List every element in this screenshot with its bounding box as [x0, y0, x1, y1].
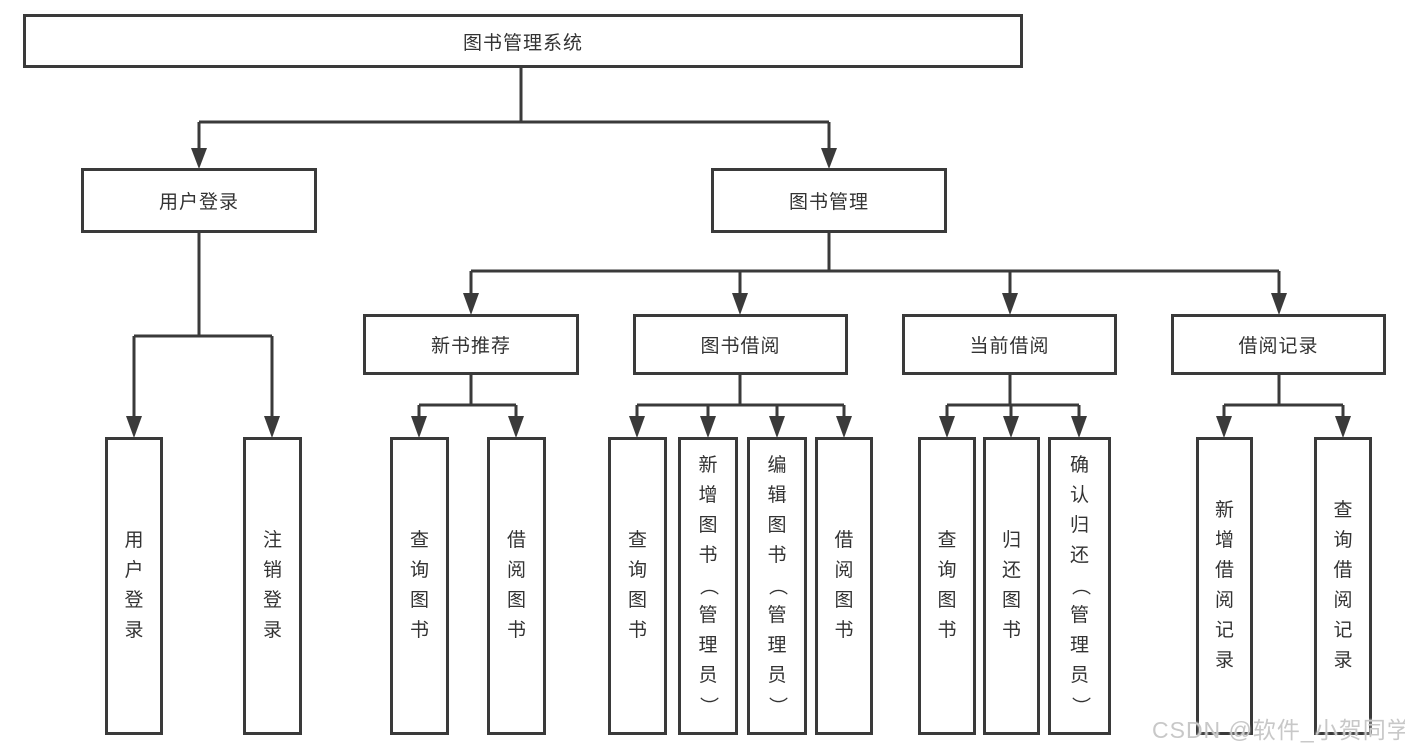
connector-book-management-to-level3	[463, 233, 1287, 315]
leaf-recommend-borrow-books: 借阅图书	[487, 437, 546, 735]
leaf-current-return-books: 归还图书	[983, 437, 1040, 735]
connector-current-borrow-to-leaves	[939, 375, 1087, 438]
leaf-borrow-add-books-admin: 新增图书（管理员）	[678, 437, 738, 735]
leaf-borrow-edit-books-admin: 编辑图书（管理员）	[747, 437, 807, 735]
leaf-current-confirm-return-admin: 确认归还（管理员）	[1048, 437, 1111, 735]
leaf-records-query-record: 查询借阅记录	[1314, 437, 1372, 735]
leaf-user-login: 用户登录	[105, 437, 163, 735]
node-user-login: 用户登录	[81, 168, 317, 233]
connector-new-book-recommend-to-leaves	[411, 375, 524, 438]
node-current-borrow: 当前借阅	[902, 314, 1117, 375]
node-root-system: 图书管理系统	[23, 14, 1023, 68]
connector-book-borrow-to-leaves	[629, 375, 852, 438]
leaf-borrow-borrow-books: 借阅图书	[815, 437, 873, 735]
node-borrow-records: 借阅记录	[1171, 314, 1386, 375]
node-new-book-recommend: 新书推荐	[363, 314, 579, 375]
leaf-current-query-books: 查询图书	[918, 437, 976, 735]
connector-borrow-records-to-leaves	[1216, 375, 1351, 438]
watermark-csdn: CSDN @软件_小贺同学	[1152, 717, 1405, 743]
node-book-borrow: 图书借阅	[633, 314, 848, 375]
leaf-records-add-record: 新增借阅记录	[1196, 437, 1253, 735]
leaf-logout: 注销登录	[243, 437, 302, 735]
leaf-borrow-query-books: 查询图书	[608, 437, 667, 735]
node-book-management: 图书管理	[711, 168, 947, 233]
leaf-recommend-query-books: 查询图书	[390, 437, 449, 735]
connector-user-login-to-leaves	[126, 233, 280, 438]
connector-root-to-level2	[191, 68, 837, 169]
